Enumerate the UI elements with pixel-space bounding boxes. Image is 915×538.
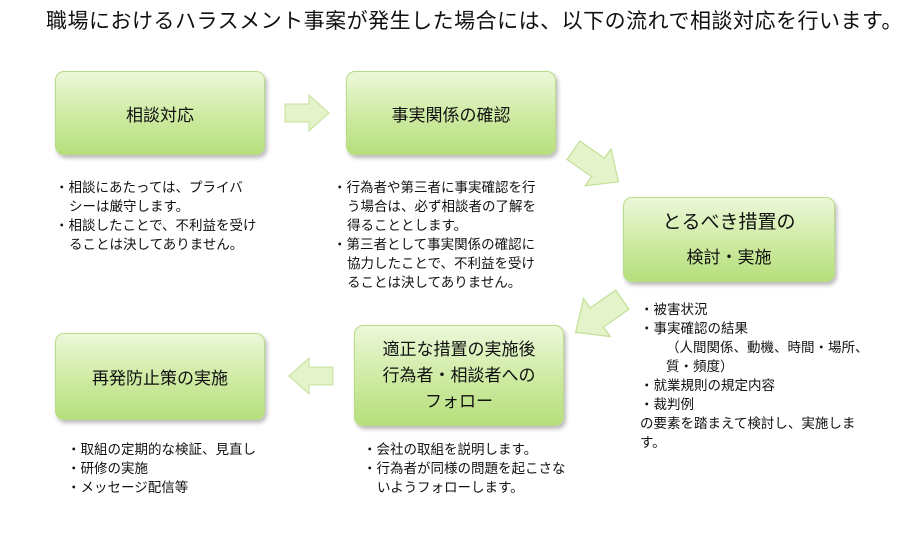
note-item: ・裁判例 [640,397,694,413]
measures-notes: ・被害状況 ・事実確認の結果 （人間関係、動機、時間・場所、 質・頻度） ・就業… [640,301,869,453]
step-consultation-label: 相談対応 [126,105,194,126]
step-followup-label-3: フォロー [425,391,493,412]
step-fact-check-label: 事実関係の確認 [391,105,511,126]
note-item: ・第三者として事実関係の確認に [333,237,536,253]
step-measures-label-1: とるべき措置の [662,210,796,233]
note-item: ・事実確認の結果 [640,321,748,337]
arrow-down-left-icon [574,289,630,338]
step-prevention-label: 再発防止策の実施 [92,369,228,389]
note-item: ・メッセージ配信等 [67,480,189,496]
note-item: ・行為者や第三者に事実確認を行 [333,180,536,196]
note-item-continued: う場合は、必ず相談者の了解を [347,199,536,215]
step-consultation: 相談対応 [55,71,265,155]
note-item-continued: ることは決してありません。 [69,237,244,253]
note-item: ・取組の定期的な検証、見直し [67,442,256,458]
step-followup-label-2: 行為者・相談者への [382,365,536,386]
step-fact-check: 事実関係の確認 [346,71,556,155]
arrow-left-icon [288,356,334,396]
arrow-right-icon [284,93,330,133]
step-measures-label-2: 検討・実施 [686,247,772,268]
note-item: ・相談したことで、不利益を受け [55,218,257,234]
fact-check-notes: ・行為者や第三者に事実確認を行 う場合は、必ず相談者の了解を 得ることとします。… [333,179,536,293]
note-item-continued: ることは決してありません。 [347,275,522,291]
step-prevention: 再発防止策の実施 [55,333,265,420]
arrow-down-right-icon [566,140,620,187]
followup-notes: ・会社の取組を説明します。 ・行為者が同様の問題を起こさな いようフォローします… [363,441,566,498]
note-item: ・被害状況 [640,302,708,318]
step-followup-label-1: 適正な措置の実施後 [382,339,536,360]
page-title: 職場におけるハラスメント事案が発生した場合には、以下の流れで相談対応を行います。 [46,9,903,33]
consultation-notes: ・相談にあたっては、プライバ シーは厳守します。 ・相談したことで、不利益を受け… [55,179,257,255]
note-summary: す。 [640,435,666,451]
note-item-continued: いようフォローします。 [377,480,524,496]
note-item: ・行為者が同様の問題を起こさな [363,461,566,477]
note-item-continued: 協力したことで、不利益を受け [347,256,536,272]
note-item: ・研修の実施 [67,461,148,477]
note-item-detail: 質・頻度） [666,359,734,375]
note-summary: の要素を踏まえて検討し、実施しま [640,416,856,432]
note-item-continued: 得ることとします。 [347,218,468,234]
note-item: ・会社の取組を説明します。 [363,442,538,458]
note-item: ・相談にあたっては、プライバ [55,180,243,196]
prevention-notes: ・取組の定期的な検証、見直し ・研修の実施 ・メッセージ配信等 [67,441,256,498]
step-measures: とるべき措置の 検討・実施 [623,197,835,282]
note-item-detail: （人間関係、動機、時間・場所、 [666,340,869,356]
note-item: ・就業規則の規定内容 [640,378,775,394]
note-item-continued: シーは厳守します。 [69,199,190,215]
step-followup: 適正な措置の実施後 行為者・相談者への フォロー [354,325,564,426]
